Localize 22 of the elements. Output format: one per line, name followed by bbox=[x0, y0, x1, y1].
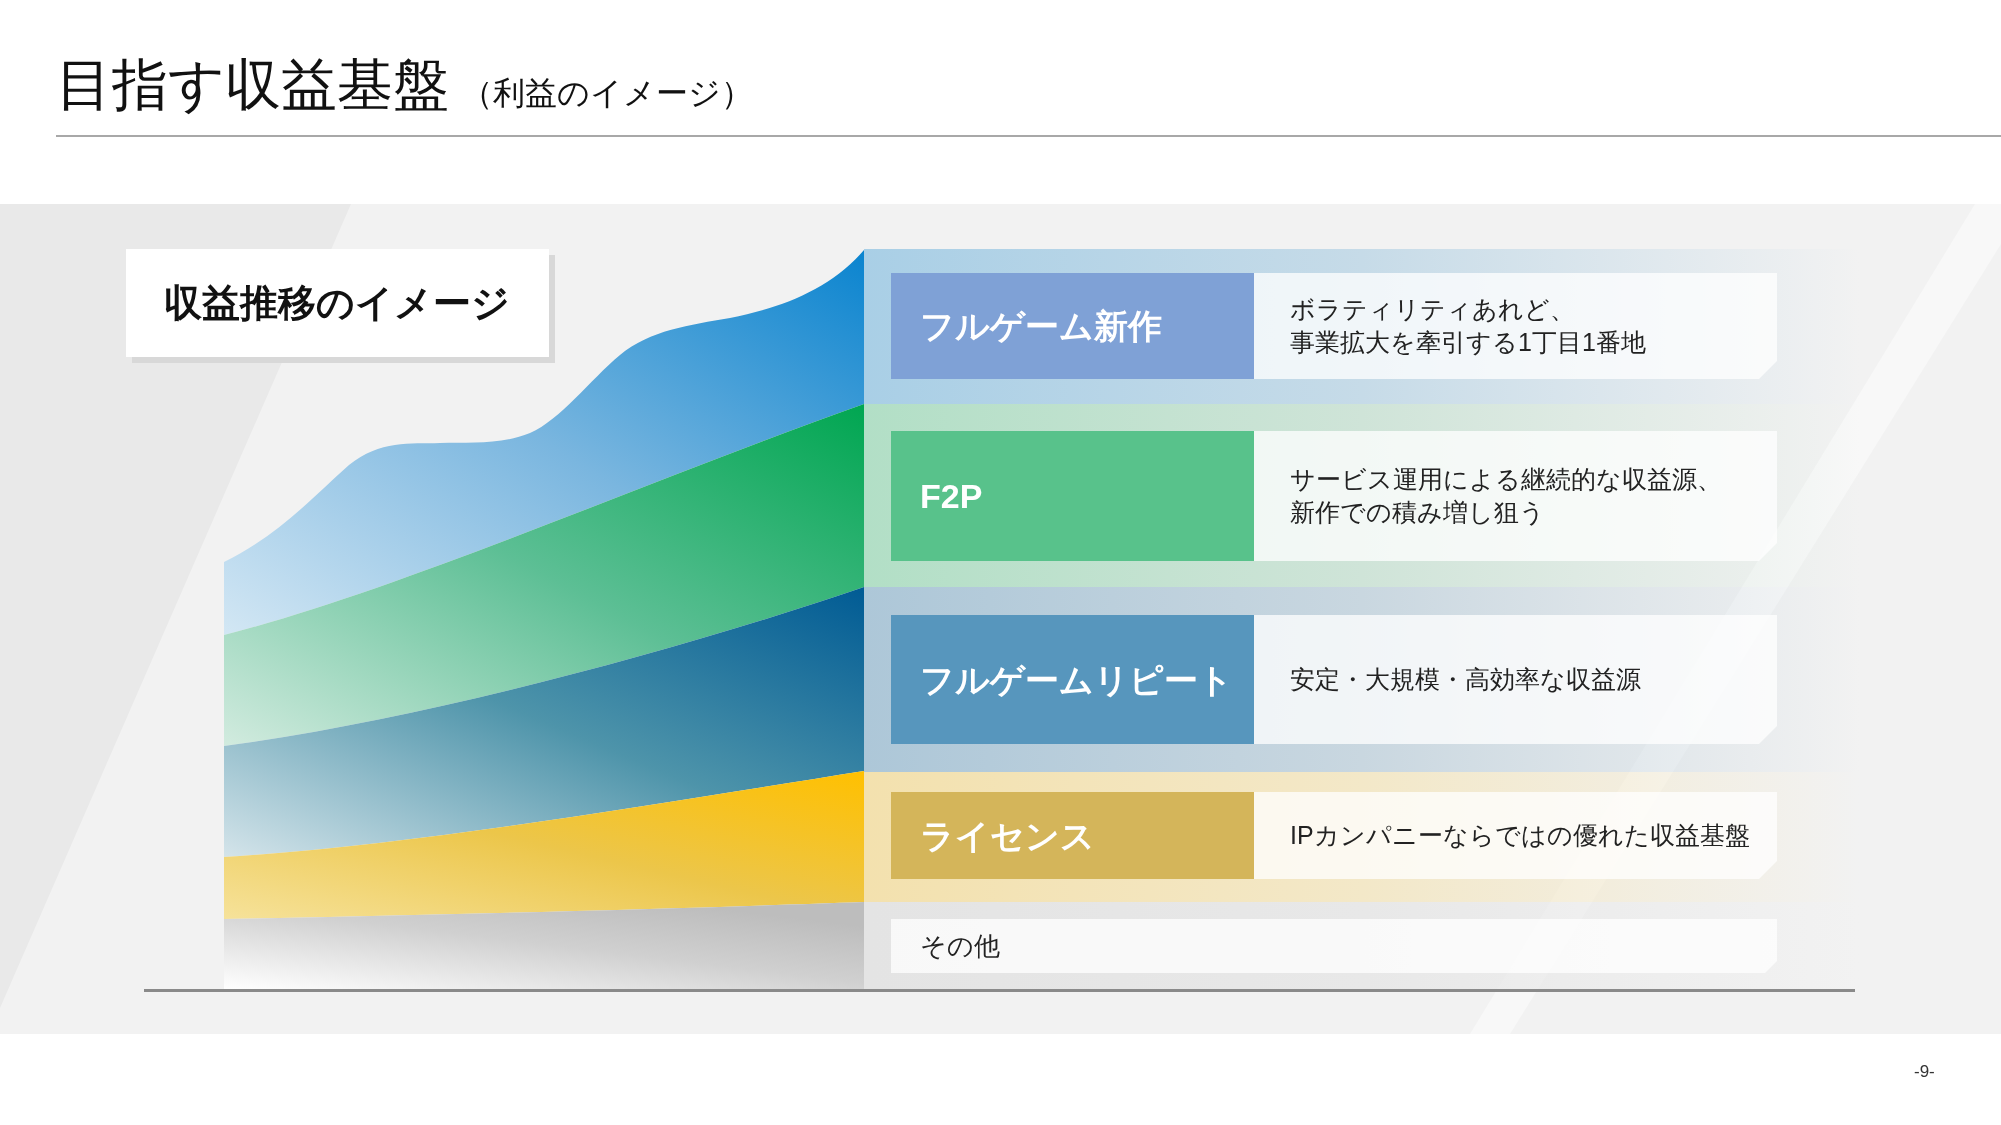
category-tile bbox=[891, 792, 1254, 879]
description-panel bbox=[1254, 273, 1777, 379]
category-tile bbox=[891, 431, 1254, 561]
category-tile bbox=[891, 273, 1254, 379]
category-tile bbox=[891, 615, 1254, 744]
description-text: IPカンパニーならではの優れた収益基盤 bbox=[1290, 820, 1750, 851]
page-subtitle: （利益のイメージ） bbox=[461, 77, 753, 109]
description-text: 安定・大規模・高効率な収益源 bbox=[1290, 664, 1641, 695]
category-name: フルゲーム新作 bbox=[920, 309, 1162, 343]
category-name: その他 bbox=[920, 933, 1000, 959]
page-title: 目指す収益基盤 bbox=[56, 57, 449, 113]
description-panel bbox=[1254, 615, 1777, 744]
description-text: ボラティリティあれど、事業拡大を牽引する1丁目1番地 bbox=[1290, 294, 1647, 358]
category-name: フルゲームリピート bbox=[920, 662, 1233, 697]
description-panel bbox=[1254, 792, 1777, 879]
category-name: ライセンス bbox=[920, 818, 1095, 853]
description-text: サービス運用による継続的な収益源、新作での積み増し狙う bbox=[1290, 464, 1723, 528]
page-number: -9- bbox=[1914, 1063, 1935, 1080]
category-panel bbox=[891, 919, 1777, 973]
description-panel bbox=[1254, 431, 1777, 561]
category-name: F2P bbox=[920, 479, 983, 513]
section-heading: 収益推移のイメージ bbox=[164, 284, 510, 322]
